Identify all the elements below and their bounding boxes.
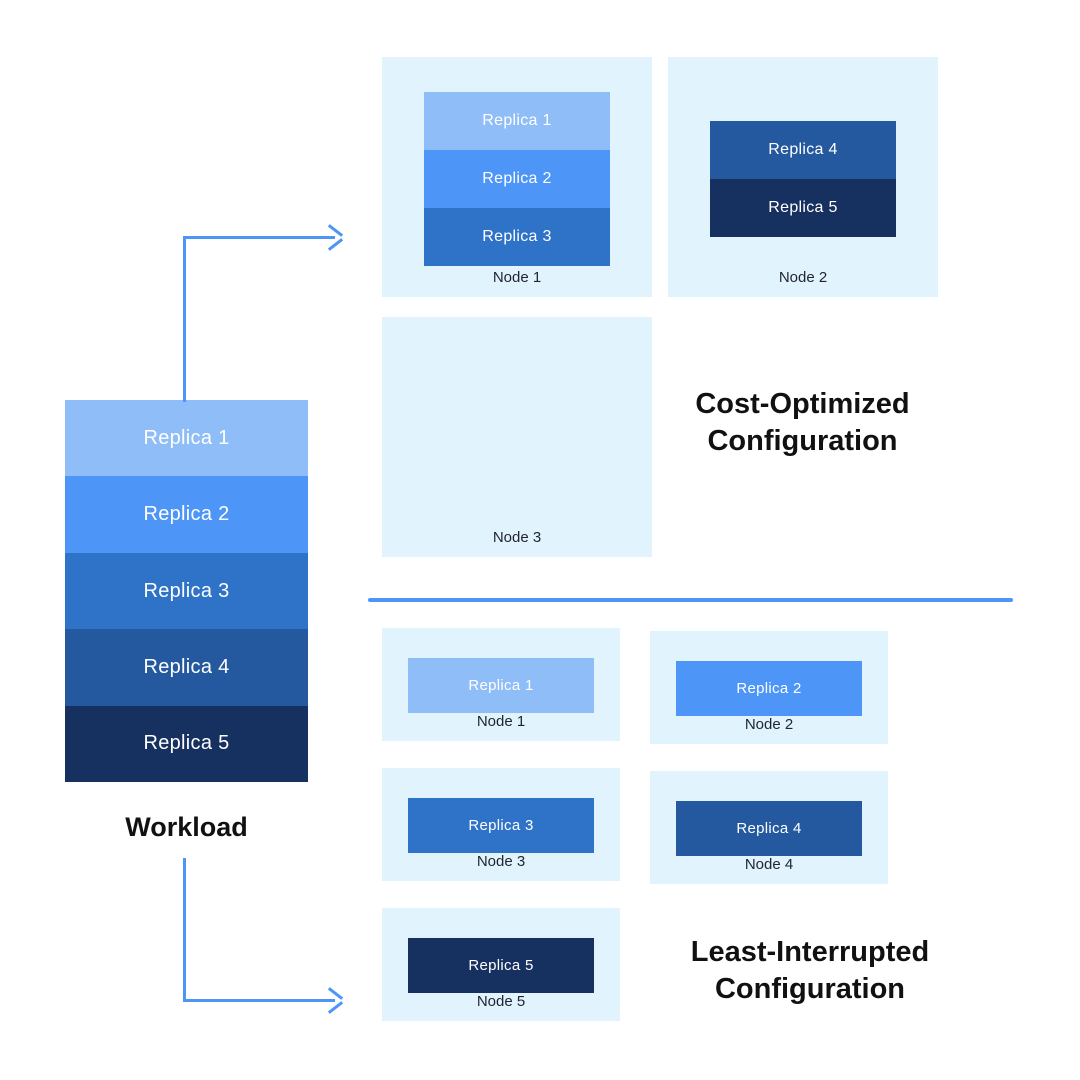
least-interrupted-node-3: Replica 3 Node 3 (382, 768, 620, 881)
replica-block: Replica 4 (676, 801, 862, 856)
cost-optimized-node-1: Replica 1 Replica 2 Replica 3 Node 1 (382, 57, 652, 297)
workload-replica-5: Replica 5 (65, 705, 308, 783)
arrow-to-cost-line-vertical (183, 236, 186, 402)
workload-replica-1: Replica 1 (65, 400, 308, 477)
replica-block: Replica 2 (424, 150, 610, 208)
section-divider (368, 598, 1013, 602)
replica-block: Replica 1 (424, 92, 610, 150)
workload-replica-4: Replica 4 (65, 629, 308, 706)
least-interrupted-node-4: Replica 4 Node 4 (650, 771, 888, 884)
least-interrupted-title: Least-Interrupted Configuration (645, 934, 975, 1008)
arrow-to-least-line-horizontal (183, 999, 335, 1002)
least-interrupted-title-line1: Least-Interrupted (690, 936, 930, 968)
cost-optimized-title-line2: Configuration (707, 425, 898, 457)
node-label: Node 4 (744, 856, 794, 873)
replica-block: Replica 1 (408, 658, 594, 713)
cost-optimized-title-line1: Cost-Optimized (695, 388, 910, 420)
cost-optimized-node-2: Replica 4 Replica 5 Node 2 (668, 57, 938, 297)
arrow-to-cost-head-icon (327, 224, 344, 237)
arrow-to-least-head-icon (327, 1001, 344, 1014)
replica-block: Replica 5 (710, 179, 896, 237)
least-interrupted-node-2: Replica 2 Node 2 (650, 631, 888, 744)
arrow-to-cost-head-icon (327, 238, 344, 251)
replica-stack: Replica 1 Replica 2 Replica 3 (424, 92, 610, 266)
node-label: Node 2 (778, 269, 828, 286)
node-label: Node 5 (476, 993, 526, 1010)
cost-optimized-title: Cost-Optimized Configuration (645, 386, 960, 460)
replica-stack: Replica 4 Replica 5 (710, 121, 896, 237)
arrow-to-least-line-vertical (183, 858, 186, 1002)
replica-block: Replica 5 (408, 938, 594, 993)
least-interrupted-title-line2: Configuration (714, 973, 906, 1005)
node-label: Node 1 (492, 269, 542, 286)
least-interrupted-node-5: Replica 5 Node 5 (382, 908, 620, 1021)
node-label: Node 3 (492, 529, 542, 546)
replica-block: Replica 3 (408, 798, 594, 853)
replica-block: Replica 2 (676, 661, 862, 716)
node-label: Node 1 (476, 713, 526, 730)
node-label: Node 3 (476, 853, 526, 870)
workload-replica-2: Replica 2 (65, 476, 308, 553)
cost-optimized-node-3: Node 3 (382, 317, 652, 557)
replica-block: Replica 4 (710, 121, 896, 179)
workload-replica-3: Replica 3 (65, 552, 308, 630)
workload-stack: Replica 1 Replica 2 Replica 3 Replica 4 … (65, 400, 308, 783)
node-label: Node 2 (744, 716, 794, 733)
least-interrupted-node-1: Replica 1 Node 1 (382, 628, 620, 741)
arrow-to-cost-line-horizontal (183, 236, 335, 239)
workload-label: Workload (125, 812, 248, 842)
replica-block: Replica 3 (424, 208, 610, 266)
arrow-to-least-head-icon (327, 987, 344, 1000)
